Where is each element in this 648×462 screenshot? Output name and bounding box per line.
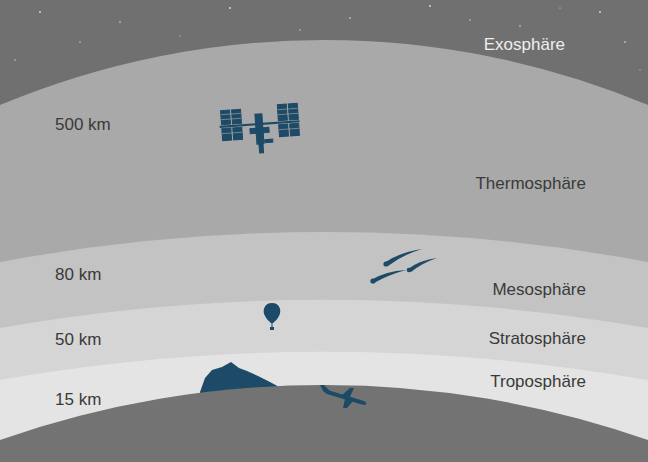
layer-name: Stratosphäre xyxy=(485,329,586,349)
layer-name: Exosphäre xyxy=(480,35,565,55)
earth-surface xyxy=(0,385,648,462)
layer-band: Mesosphäre xyxy=(488,280,586,302)
airplane xyxy=(320,385,366,408)
layer-name: Mesosphäre xyxy=(488,280,586,300)
mesosphere-band xyxy=(0,232,648,462)
layer-name: Troposphäre xyxy=(486,372,586,392)
altitude-label: 50 km xyxy=(55,330,101,350)
layer-name: Thermosphäre xyxy=(471,174,586,194)
meteors xyxy=(370,249,437,284)
weather-balloon xyxy=(264,303,281,330)
layer-band: Exosphäre xyxy=(480,35,565,57)
altitude-label: 80 km xyxy=(55,265,101,285)
troposphere-band xyxy=(0,352,648,462)
space-station xyxy=(218,103,301,155)
stratosphere-band xyxy=(0,300,648,462)
layer-band: Troposphäre xyxy=(486,372,586,394)
altitude-label: 15 km xyxy=(55,390,101,410)
thermosphere-band xyxy=(0,40,648,462)
layer-band: Thermosphäre xyxy=(471,174,586,196)
layer-band: Stratosphäre xyxy=(485,329,586,351)
altitude-label: 500 km xyxy=(55,115,111,135)
